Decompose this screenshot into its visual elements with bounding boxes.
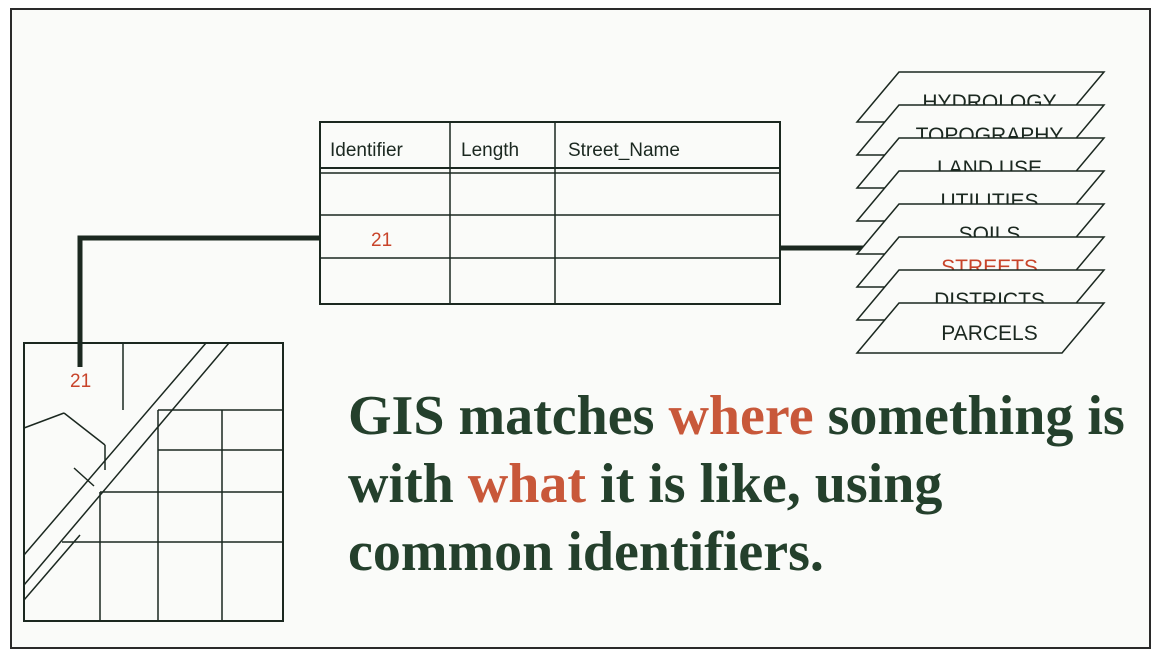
layer-plane-parcels bbox=[855, 302, 1106, 354]
table-border bbox=[319, 121, 781, 305]
headline-part-3: it is like, using common identifiers. bbox=[348, 453, 943, 583]
street-edge bbox=[23, 342, 230, 586]
connector-map-to-table bbox=[77, 235, 320, 367]
map-parcel-line bbox=[63, 412, 106, 446]
headline-word-what: what bbox=[467, 453, 587, 515]
table-header-length: Length bbox=[461, 140, 519, 161]
parcel-map bbox=[23, 342, 284, 622]
attribute-table bbox=[319, 121, 781, 305]
table-cell-identifier-value: 21 bbox=[371, 230, 392, 251]
table-header-identifier: Identifier bbox=[330, 140, 404, 161]
figure-frame: Identifier Length Street_Name 21 21 bbox=[10, 8, 1151, 649]
headline-part-1: GIS matches bbox=[348, 385, 669, 447]
map-parcel-line bbox=[73, 467, 95, 487]
table-header-street-name: Street_Name bbox=[568, 140, 680, 161]
layer-label-parcels: PARCELS bbox=[941, 322, 1037, 345]
map-parcel-label: 21 bbox=[70, 371, 91, 392]
headline-part-2: something is with bbox=[348, 385, 1125, 515]
map-border bbox=[23, 342, 284, 622]
headline-word-where: where bbox=[668, 385, 814, 447]
street-edge bbox=[23, 342, 207, 556]
map-parcel-line bbox=[23, 412, 65, 429]
diagram-canvas: Identifier Length Street_Name 21 21 bbox=[23, 71, 1106, 622]
headline: GIS matches where something is with what… bbox=[348, 382, 1148, 586]
street-edge-minor bbox=[23, 534, 81, 601]
